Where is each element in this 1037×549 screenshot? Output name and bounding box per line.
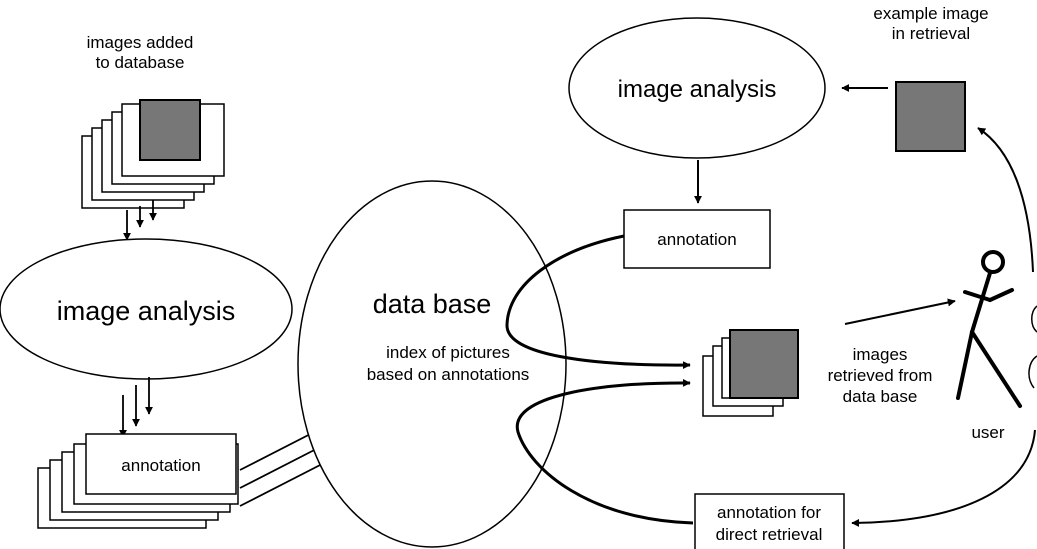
retrieved-image-front	[729, 329, 799, 399]
retrieved-images-label-3: data base	[843, 387, 918, 406]
arrow-retrieved-to-user	[844, 298, 956, 325]
curve-annotation-to-retrieved	[505, 234, 691, 370]
image-analysis-ellipse-left	[0, 238, 293, 380]
example-image-label-2: in retrieval	[892, 24, 970, 43]
curve-direct-annotation-to-retrieved	[515, 378, 694, 525]
annotation-box-top	[623, 209, 771, 269]
images-added-label-2: to database	[96, 53, 185, 72]
annotation-stack-left	[37, 433, 239, 529]
annotation-label-left: annotation	[121, 456, 200, 475]
database-description-1: index of pictures	[386, 343, 510, 362]
direct-annotation-label-1: annotation for	[717, 503, 821, 522]
image-analysis-label-left: image analysis	[57, 296, 236, 326]
database-ellipse	[297, 180, 567, 548]
retrieved-image-stack	[702, 329, 799, 417]
database-description-2: based on annotations	[367, 365, 530, 384]
annotation-label-top: annotation	[657, 230, 736, 249]
user-side-marks	[1028, 305, 1037, 389]
curve-user-to-example	[977, 127, 1034, 273]
images-added-label-1: images added	[87, 33, 194, 52]
direct-annotation-label-2: direct retrieval	[716, 525, 823, 544]
arrows-stack-to-analysis	[123, 200, 157, 241]
curve-user-to-direct-annotation	[851, 429, 1036, 527]
image-analysis-ellipse-top	[568, 17, 826, 159]
input-image-stack	[81, 99, 225, 209]
arrows-analysis-to-annotations	[119, 377, 153, 438]
user-figure	[956, 250, 1022, 408]
database-title: data base	[373, 289, 492, 319]
retrieved-images-label-2: retrieved from	[828, 366, 933, 385]
retrieved-images-label-1: images	[853, 345, 908, 364]
example-image	[895, 81, 966, 152]
user-label: user	[971, 423, 1004, 442]
user-head	[981, 250, 1005, 274]
direct-annotation-box	[694, 493, 845, 549]
annotation-box-left	[85, 433, 237, 495]
example-image-label-1: example image	[873, 4, 988, 23]
input-image-front	[139, 99, 201, 161]
image-analysis-label-top: image analysis	[618, 76, 777, 103]
